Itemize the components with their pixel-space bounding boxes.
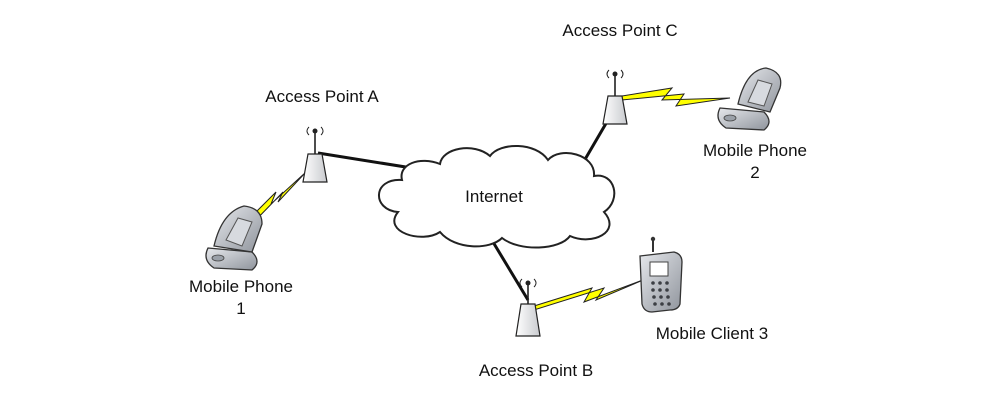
access-point-b-label: Access Point B [478,361,594,380]
wireless-link-phone2 [621,87,731,107]
link-ap-b-internet [491,241,530,301]
mobile-phone-1-label-line1: Mobile Phone [189,277,293,296]
access-point-a-icon [302,126,328,183]
mobile-phone-2-label-line1: Mobile Phone [703,141,807,160]
mobile-phone-1-label-line2: 1 [236,299,246,318]
link-ap-a-internet [317,151,413,170]
mobile-phone-2-icon [717,67,782,131]
mobile-client-3-icon [639,236,683,313]
wireless-links [245,87,731,311]
access-point-a-label: Access Point A [265,87,379,106]
mobile-phone-2-label-line2: 2 [750,163,760,182]
access-point-b-icon [515,278,541,337]
mobile-phone-1-icon [205,205,263,271]
access-point-c-icon [602,69,628,125]
internet-cloud [378,144,616,249]
mobile-phone-1-label: Mobile Phone 1 [176,276,306,320]
mobile-phone-2-label: Mobile Phone 2 [690,140,820,184]
internet-label: Internet [465,187,523,206]
mobile-client-3-label: Mobile Client 3 [655,324,769,343]
access-point-c-label: Access Point C [562,21,678,40]
wireless-link-client3 [533,277,649,311]
